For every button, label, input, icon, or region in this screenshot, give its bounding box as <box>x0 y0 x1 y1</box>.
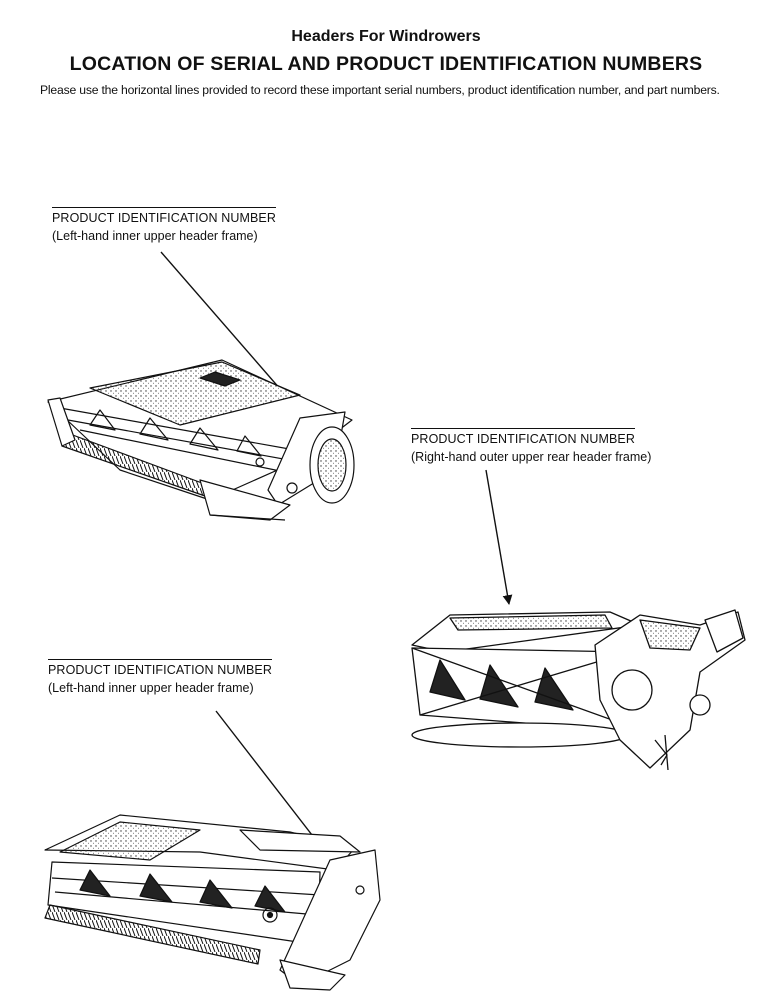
header-illustration-top-left <box>47 359 355 521</box>
callout-2-location: (Right-hand outer upper rear header fram… <box>411 450 652 464</box>
callout-2: PRODUCT IDENTIFICATION NUMBER (Right-han… <box>411 428 651 466</box>
callout-2-label: PRODUCT IDENTIFICATION NUMBER <box>411 428 635 448</box>
leader-arrow-2 <box>485 469 513 605</box>
callout-1-label: PRODUCT IDENTIFICATION NUMBER <box>52 207 276 227</box>
callout-3-location: (Left-hand inner upper header frame) <box>48 681 254 695</box>
callout-3-label: PRODUCT IDENTIFICATION NUMBER <box>48 659 272 679</box>
callout-1-location: (Left-hand inner upper header frame) <box>52 229 258 243</box>
header-illustration-bottom-left <box>44 814 381 991</box>
intro-paragraph: Please use the horizontal lines provided… <box>40 83 720 97</box>
callout-1: PRODUCT IDENTIFICATION NUMBER (Left-hand… <box>52 207 276 245</box>
callout-3: PRODUCT IDENTIFICATION NUMBER (Left-hand… <box>48 659 272 697</box>
header-illustration-right <box>411 609 746 771</box>
page-supertitle: Headers For Windrowers <box>291 28 481 45</box>
page-title: LOCATION OF SERIAL AND PRODUCT IDENTIFIC… <box>69 53 703 75</box>
